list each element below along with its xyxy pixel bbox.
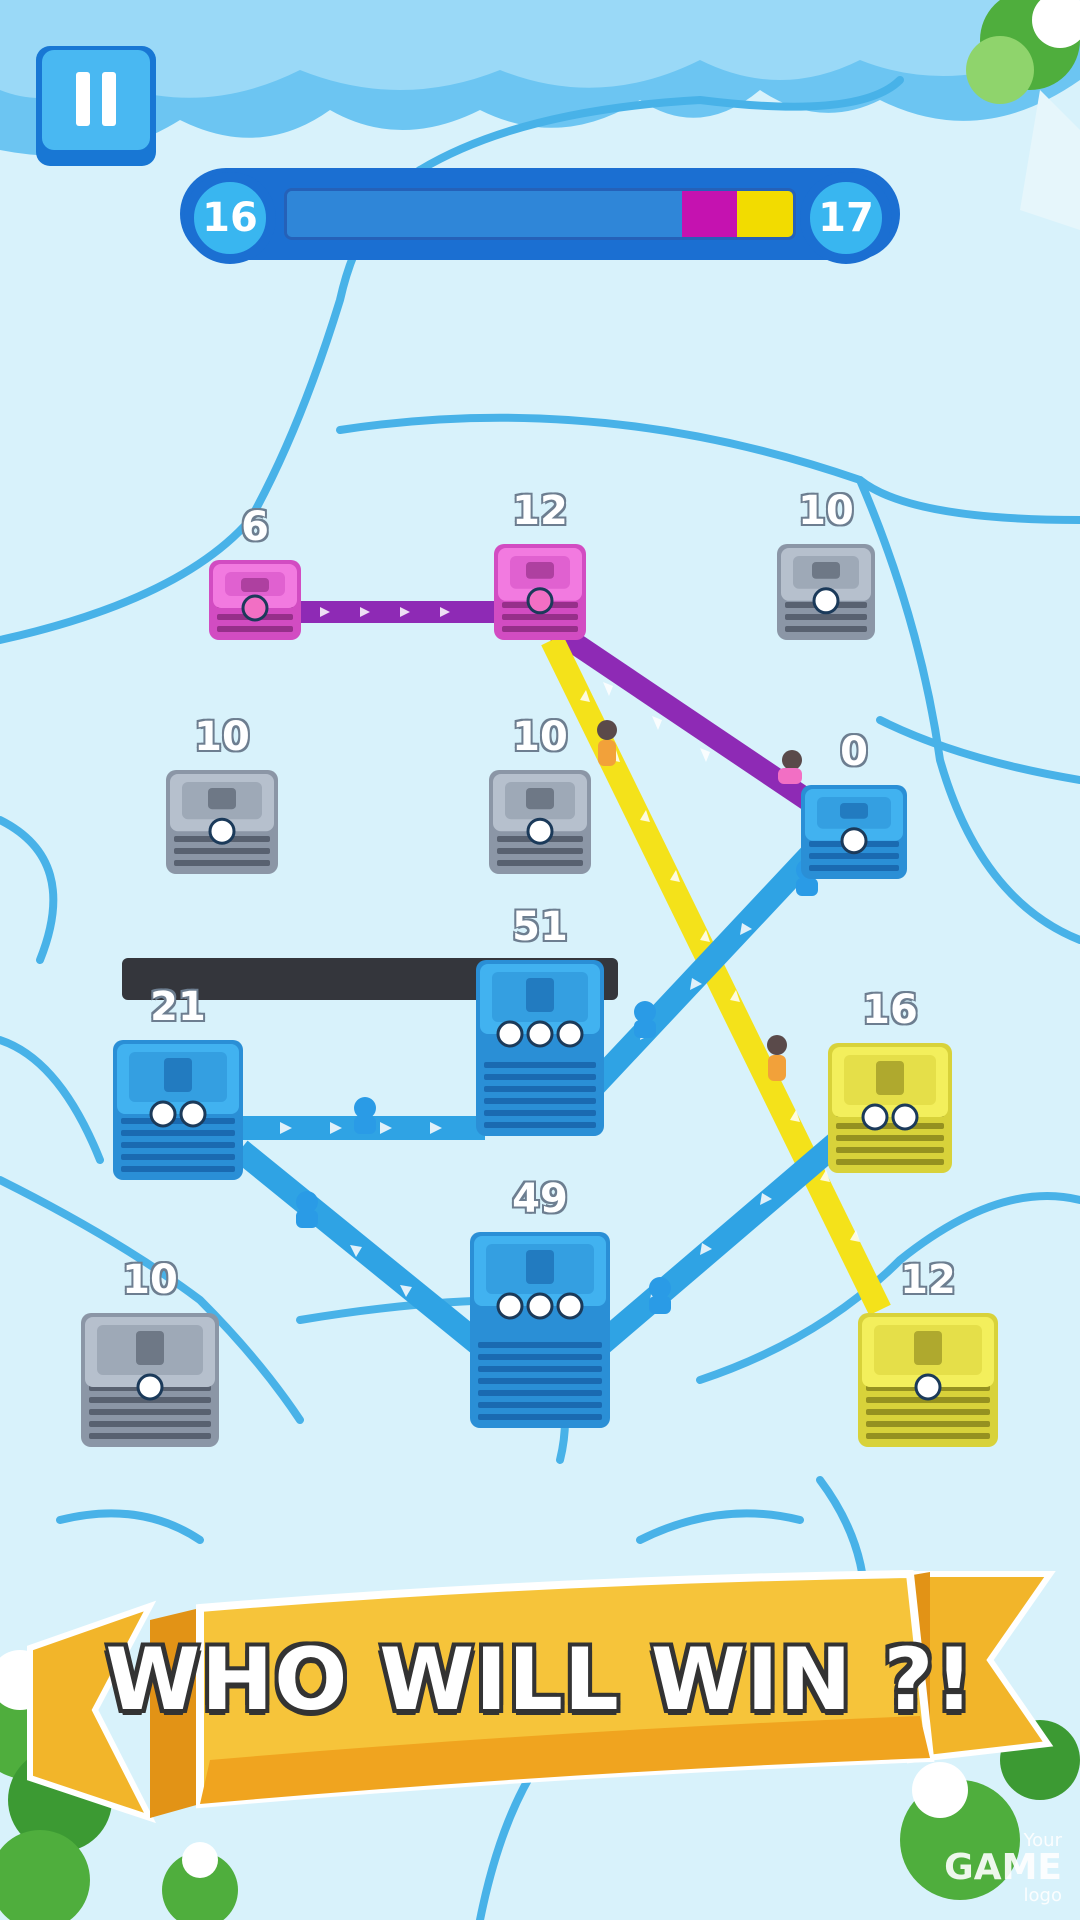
runner-pink (778, 750, 802, 784)
troop-dot (496, 1292, 524, 1320)
progress-segment-magenta (681, 191, 738, 237)
runner-yellow (597, 720, 617, 766)
tower-blue[interactable] (801, 785, 907, 879)
territory-progress-bar (284, 188, 796, 240)
runner-blue (296, 1191, 318, 1228)
tower-count: 16 (862, 987, 918, 1033)
runner-blue (354, 1097, 376, 1134)
troop-dot (526, 1020, 554, 1048)
right-score-badge: 17 (800, 172, 892, 264)
tower-count: 10 (512, 714, 568, 760)
tower-count: 10 (194, 714, 250, 760)
tower-count: 12 (512, 488, 568, 534)
left-score-badge: 16 (184, 172, 276, 264)
game-logo: Your GAME logo (944, 1830, 1062, 1906)
logo-line3: logo (1023, 1885, 1062, 1906)
tower-count: 10 (122, 1257, 178, 1303)
tower-gray[interactable] (777, 544, 875, 640)
troop-dot (526, 587, 554, 615)
tower-count: 0 (840, 729, 868, 775)
runner-blue (649, 1277, 671, 1314)
progress-segment-yellow (737, 191, 793, 237)
tower-pink[interactable] (209, 560, 301, 640)
who-will-win-banner (27, 1569, 1056, 1824)
tower-count: 6 (241, 504, 269, 550)
troop-dot (812, 587, 840, 615)
logo-line1: Your (1023, 1830, 1062, 1851)
troop-dot (556, 1292, 584, 1320)
tower-count: 12 (900, 1257, 956, 1303)
troop-dot (496, 1020, 524, 1048)
left-score: 16 (202, 195, 258, 241)
troop-dot (179, 1100, 207, 1128)
banner-text: WHO WILL WIN ?! (105, 1630, 975, 1730)
runner-blue (634, 1001, 656, 1038)
troop-dot (861, 1103, 889, 1131)
troop-dot (891, 1103, 919, 1131)
tower-gray[interactable] (81, 1313, 219, 1447)
tower-yellow[interactable] (828, 1043, 952, 1173)
tower-count: 10 (798, 488, 854, 534)
troop-dot (149, 1100, 177, 1128)
troop-dot (208, 817, 236, 845)
troop-dot (526, 817, 554, 845)
tower-blue[interactable] (470, 1232, 610, 1428)
troop-dot (136, 1373, 164, 1401)
troop-dot (914, 1373, 942, 1401)
tower-gray[interactable] (166, 770, 278, 874)
tower-gray[interactable] (489, 770, 591, 874)
troop-dot (526, 1292, 554, 1320)
tower-pink[interactable] (494, 544, 586, 640)
tower-count: 51 (512, 904, 568, 950)
troop-dot (556, 1020, 584, 1048)
logo-line2: GAME (944, 1847, 1062, 1888)
towers (81, 544, 998, 1447)
pause-button[interactable] (32, 42, 160, 170)
tower-blue[interactable] (476, 960, 604, 1136)
tower-count: 21 (150, 984, 206, 1030)
tower-count: 49 (512, 1176, 568, 1222)
troop-dot (241, 594, 269, 622)
progress-segment-blue (287, 191, 682, 237)
pause-icon (36, 46, 156, 166)
tower-yellow[interactable] (858, 1313, 998, 1447)
runner-yellow (767, 1035, 787, 1081)
tower-blue[interactable] (113, 1040, 243, 1180)
right-score: 17 (818, 195, 874, 241)
troop-dot (840, 827, 868, 855)
